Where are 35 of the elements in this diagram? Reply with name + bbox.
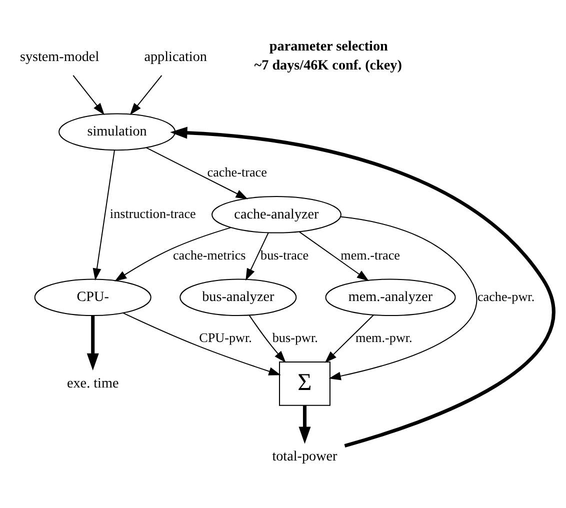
edge-label: bus-pwr. bbox=[272, 330, 318, 345]
arrow bbox=[324, 314, 374, 362]
arrow bbox=[299, 230, 369, 281]
arrow bbox=[328, 216, 477, 380]
edge-label: bus-trace bbox=[260, 246, 309, 262]
edge-label: cache-trace bbox=[207, 164, 267, 180]
arrow bbox=[72, 74, 104, 114]
edge-label: cache-pwr. bbox=[477, 288, 535, 304]
label: parameter selection bbox=[269, 38, 388, 54]
arrow bbox=[92, 150, 116, 280]
node-ellipse: simulation bbox=[58, 112, 176, 150]
arrow bbox=[248, 314, 286, 362]
node-text: application bbox=[144, 48, 207, 64]
arrow bbox=[86, 315, 99, 370]
arrow bbox=[246, 232, 269, 280]
node-text: exe. time bbox=[66, 374, 119, 391]
arrow bbox=[298, 405, 311, 444]
arrow bbox=[170, 126, 555, 447]
node-box: Σ bbox=[279, 360, 330, 406]
node-text: total-power bbox=[272, 448, 338, 464]
node-ellipse: mem.-analyzer bbox=[325, 278, 456, 316]
edge-label: CPU-pwr. bbox=[199, 330, 252, 345]
edge-label: mem.-pwr. bbox=[356, 330, 412, 345]
node-ellipse: CPU- bbox=[34, 278, 152, 316]
arrow bbox=[123, 312, 281, 375]
arrow bbox=[114, 226, 232, 281]
arrow bbox=[146, 146, 248, 199]
node-ellipse: cache-analyzer bbox=[212, 195, 342, 233]
label: ~7 days/46K conf. (ckey) bbox=[254, 57, 402, 74]
edge-label: mem.-trace bbox=[340, 246, 400, 262]
edge-label: instruction-trace bbox=[110, 206, 196, 221]
node-text: system-model bbox=[20, 48, 100, 64]
arrow bbox=[130, 74, 162, 114]
edge-label: cache-metrics bbox=[173, 246, 246, 262]
node-ellipse: bus-analyzer bbox=[180, 278, 297, 316]
